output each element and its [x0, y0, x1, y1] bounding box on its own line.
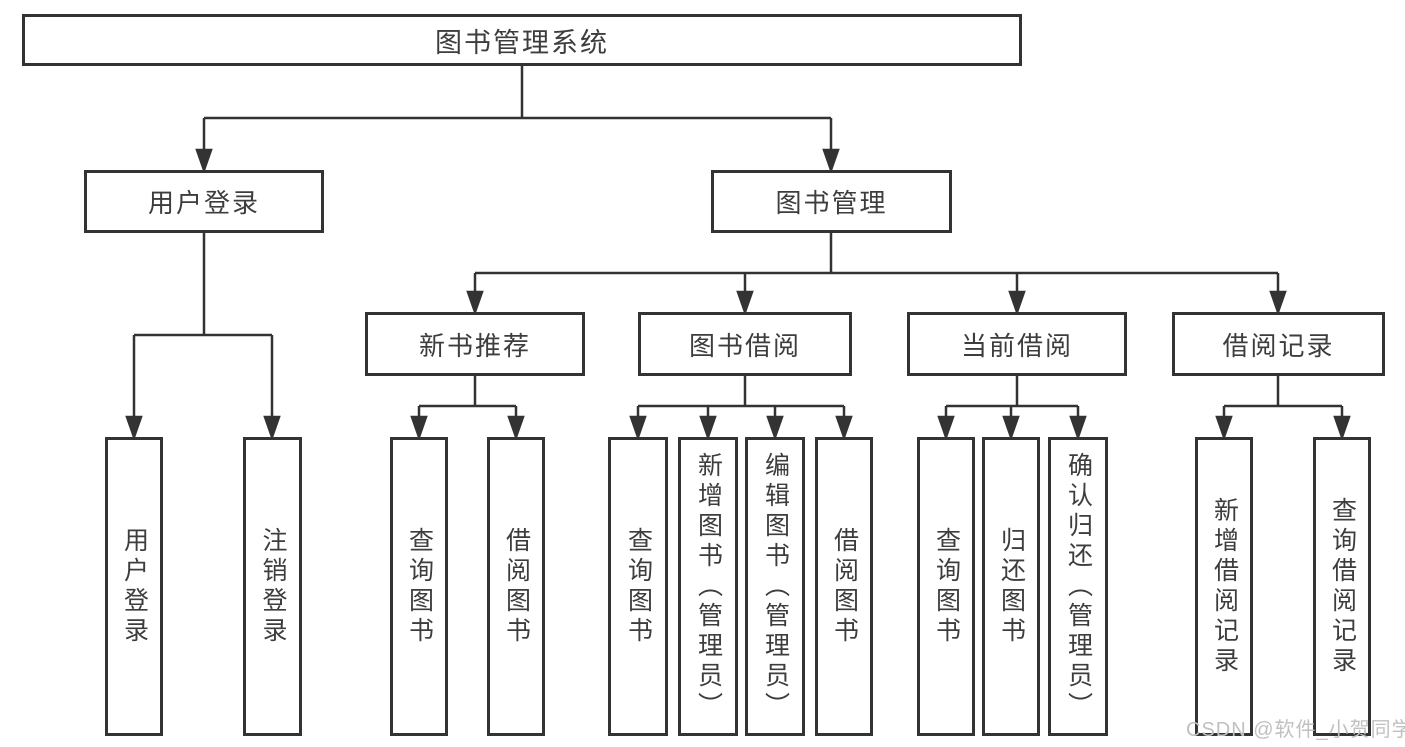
connector-root-to-level2 — [195, 66, 840, 174]
connector-borrow-records-to-leaves — [1215, 376, 1351, 441]
node-label: 确认归还（管理员） — [1064, 451, 1093, 722]
node-label: 编辑图书（管理员） — [761, 451, 790, 722]
node-user-login: 用户登录 — [84, 170, 324, 233]
node-label: 查询图书 — [932, 526, 961, 647]
node-label: 查询图书 — [624, 526, 653, 647]
leaf-recommend-query-books: 查询图书 — [390, 437, 448, 736]
node-label: 图书借阅 — [688, 330, 801, 361]
leaf-recommend-borrow-books: 借阅图书 — [487, 437, 545, 736]
csdn-watermark: CSDN @软件_小贺同学 — [1186, 719, 1405, 741]
node-book-management-system: 图书管理系统 — [22, 14, 1022, 66]
node-label: 借阅记录 — [1222, 330, 1335, 361]
leaf-return-books: 归还图书 — [982, 437, 1040, 736]
leaf-current-query-books: 查询图书 — [917, 437, 975, 736]
leaf-user-login: 用户登录 — [105, 437, 163, 736]
node-book-management: 图书管理 — [711, 170, 952, 233]
leaf-add-books-admin: 新增图书（管理员） — [678, 437, 738, 736]
leaf-borrow-query-books: 查询图书 — [608, 437, 668, 736]
node-current-borrow: 当前借阅 — [907, 312, 1127, 376]
node-label: 借阅图书 — [502, 526, 531, 647]
node-label: 用户登录 — [147, 188, 260, 218]
node-label: 当前借阅 — [960, 330, 1073, 361]
node-label: 新增借阅记录 — [1210, 496, 1239, 677]
leaf-add-borrow-record: 新增借阅记录 — [1195, 437, 1253, 736]
leaf-logout: 注销登录 — [243, 437, 302, 736]
node-label: 用户登录 — [120, 526, 149, 647]
node-label: 查询借阅记录 — [1328, 496, 1357, 677]
connector-user-login-to-leaves — [125, 233, 281, 441]
leaf-query-borrow-record: 查询借阅记录 — [1313, 437, 1371, 736]
node-label: 图书管理 — [775, 188, 888, 218]
node-new-book-recommend: 新书推荐 — [365, 312, 585, 376]
leaf-edit-books-admin: 编辑图书（管理员） — [745, 437, 805, 736]
node-book-borrow: 图书借阅 — [638, 312, 852, 376]
node-label: 图书管理系统 — [435, 27, 609, 58]
connector-new-book-recommend-to-leaves — [410, 376, 525, 441]
node-label: 归还图书 — [997, 526, 1026, 647]
leaf-confirm-return-admin: 确认归还（管理员） — [1048, 437, 1108, 736]
node-label: 新书推荐 — [418, 330, 531, 361]
leaf-borrow-books: 借阅图书 — [815, 437, 873, 736]
connector-book-management-to-level3 — [466, 233, 1287, 316]
node-borrow-records: 借阅记录 — [1172, 312, 1385, 376]
node-label: 新增图书（管理员） — [694, 451, 723, 722]
node-label: 查询图书 — [405, 526, 434, 647]
connector-book-borrow-to-leaves — [629, 376, 853, 441]
connector-current-borrow-to-leaves — [937, 376, 1087, 441]
node-label: 注销登录 — [259, 526, 287, 647]
node-label: 借阅图书 — [830, 526, 859, 647]
